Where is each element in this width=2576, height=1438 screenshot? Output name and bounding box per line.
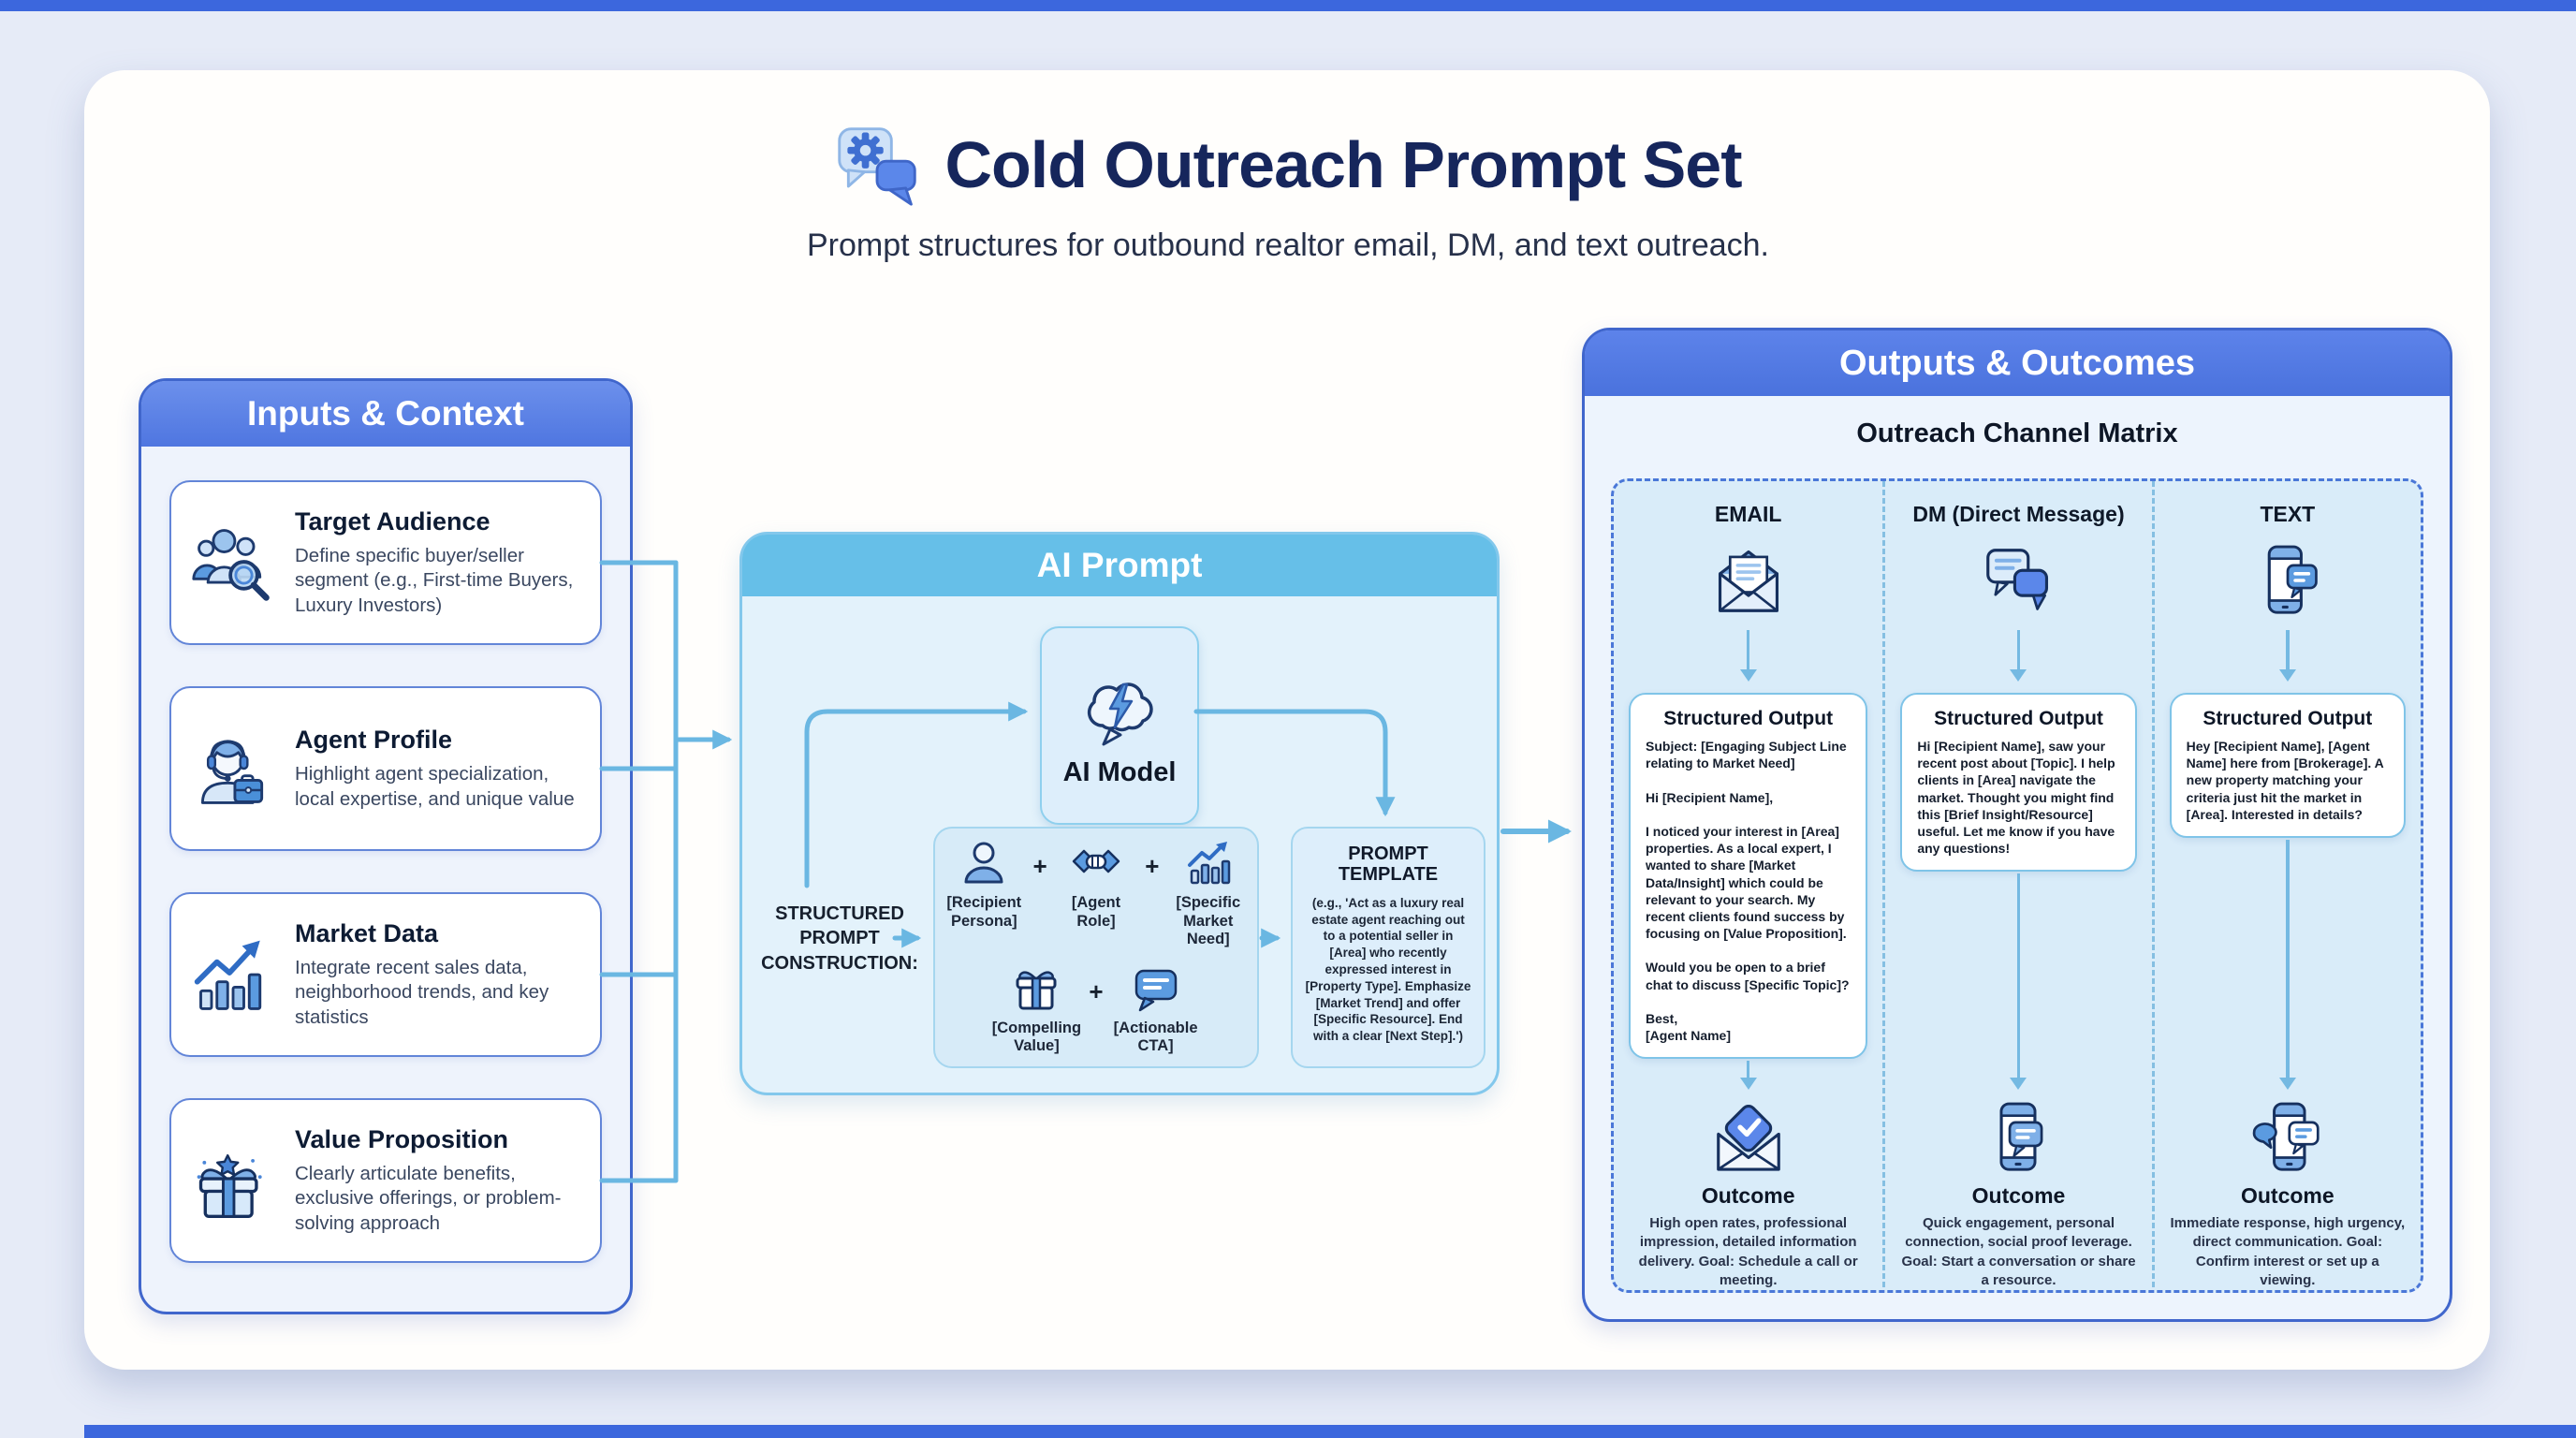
bar-chart-trend-icon xyxy=(194,940,262,1010)
dm-chat-bubbles-icon xyxy=(1986,549,2049,610)
prompt-template-box: PROMPT TEMPLATE (e.g., 'Act as a luxury … xyxy=(1291,827,1486,1068)
input-card-title: Target Audience xyxy=(295,506,490,536)
top-accent-bar xyxy=(0,0,2576,11)
input-card-agent-profile: Agent Profile Highlight agent specializa… xyxy=(169,686,602,851)
text-outcome-body: Immediate response, high urgency, direct… xyxy=(2170,1215,2406,1288)
page-subtitle: Prompt structures for outbound realtor e… xyxy=(806,227,1770,263)
dm-structured-output-card: Structured Output Hi [Recipient Name], s… xyxy=(1900,693,2137,873)
text-channel-label: TEXT xyxy=(2260,502,2316,526)
ai-prompt-panel: AI Prompt AI Model STRUCTURED PROMPT CON… xyxy=(739,532,1500,1095)
handshake-icon xyxy=(1072,850,1120,873)
person-icon xyxy=(964,842,1003,884)
plus-sign: + xyxy=(1032,852,1047,881)
outputs-outcomes-panel: Outputs & Outcomes Outreach Channel Matr… xyxy=(1582,328,2452,1322)
small-chart-icon xyxy=(1187,842,1230,885)
connector-line-down xyxy=(2170,838,2406,1092)
dm-channel-label: DM (Direct Message) xyxy=(1912,502,2125,526)
text-structured-output-card: Structured Output Hey [Recipient Name], … xyxy=(2169,693,2406,838)
ai-model-box: AI Model xyxy=(1040,626,1199,825)
chat-bubble-lines-icon xyxy=(1134,969,1177,1011)
hero-header: Cold Outreach Prompt Set Prompt structur… xyxy=(0,122,2576,264)
gear-chat-title-icon xyxy=(838,127,917,206)
email-outcome-body: High open rates, professional impression… xyxy=(1638,1215,1858,1288)
small-gift-icon xyxy=(1016,971,1057,1010)
plus-sign: + xyxy=(1089,976,1104,1005)
component-compelling-value: [Compelling Value] xyxy=(991,964,1081,1056)
email-envelope-icon xyxy=(1718,550,1778,612)
down-arrow xyxy=(2010,630,2027,682)
email-channel-label: EMAIL xyxy=(1714,502,1782,526)
prompt-components-box: [Recipient Persona] + [Agent Role] + xyxy=(933,827,1259,1068)
gift-star-icon xyxy=(197,1153,262,1219)
email-structured-output-card: Structured Output Subject: [Engaging Sub… xyxy=(1629,693,1868,1060)
bottom-accent-bar xyxy=(84,1425,2576,1438)
email-column: EMAIL Structured Output Subject: [Engagi… xyxy=(1614,481,1882,1290)
structured-prompt-construction-label: STRUCTURED PROMPT CONSTRUCTION: xyxy=(761,903,918,974)
dm-outcome-title: Outcome xyxy=(1971,1183,2066,1209)
component-specific-market-need: [Specific Market Need] xyxy=(1166,839,1250,948)
plus-sign: + xyxy=(1145,852,1160,881)
input-card-desc: Highlight agent specialization, local ex… xyxy=(295,762,575,810)
input-card-desc: Clearly articulate benefits, exclusive o… xyxy=(295,1162,562,1234)
dm-column: DM (Direct Message) Structured Output Hi… xyxy=(1882,481,2151,1290)
down-arrow xyxy=(2278,630,2296,682)
text-column: TEXT Structured Output Hey [Recipient Na… xyxy=(2151,481,2421,1290)
input-card-target-audience: Target Audience Define specific buyer/se… xyxy=(169,480,602,645)
email-outcome-title: Outcome xyxy=(1701,1183,1795,1209)
input-card-title: Agent Profile xyxy=(295,725,453,754)
prompt-template-body: (e.g., 'Act as a luxury real estate agen… xyxy=(1305,895,1471,1044)
down-arrow xyxy=(1739,630,1757,682)
input-card-desc: Define specific buyer/seller segment (e.… xyxy=(295,544,574,616)
dm-outcome-body: Quick engagement, personal connection, s… xyxy=(1901,1215,2136,1288)
outreach-channel-matrix-title: Outreach Channel Matrix xyxy=(1856,418,2178,448)
connector-line-down xyxy=(1900,872,2136,1092)
inputs-context-panel: Inputs & Context Target Audience Define … xyxy=(139,378,633,1314)
ai-panel-header: AI Prompt xyxy=(742,535,1497,596)
page-title: Cold Outreach Prompt Set xyxy=(944,128,1742,201)
outputs-panel-header: Outputs & Outcomes xyxy=(1585,330,2450,396)
input-card-title: Value Proposition xyxy=(295,1124,509,1153)
component-actionable-cta: [Actionable CTA] xyxy=(1111,964,1201,1056)
agent-headset-briefcase-icon xyxy=(200,740,264,804)
input-card-desc: Integrate recent sales data, neighborhoo… xyxy=(295,956,549,1028)
ai-model-label: AI Model xyxy=(1062,756,1177,787)
input-card-market-data: Market Data Integrate recent sales data,… xyxy=(169,892,602,1057)
audience-group-magnifier-icon xyxy=(192,529,270,601)
component-recipient-persona: [Recipient Persona] xyxy=(943,839,1026,931)
phone-two-bubbles-outcome-icon xyxy=(2252,1102,2320,1171)
connector-line-down xyxy=(1629,1059,1867,1092)
phone-text-icon xyxy=(2267,545,2318,614)
input-card-value-proposition: Value Proposition Clearly articulate ben… xyxy=(169,1098,602,1263)
ai-brain-bolt-icon xyxy=(1087,682,1153,745)
input-card-title: Market Data xyxy=(295,918,439,947)
outreach-channel-matrix: EMAIL Structured Output Subject: [Engagi… xyxy=(1611,478,2423,1293)
prompt-template-title: PROMPT TEMPLATE xyxy=(1338,844,1439,886)
phone-message-outcome-icon xyxy=(2000,1102,2043,1171)
email-check-outcome-icon xyxy=(1716,1105,1780,1171)
text-outcome-title: Outcome xyxy=(2240,1183,2334,1209)
component-agent-role: [Agent Role] xyxy=(1055,839,1138,931)
inputs-panel-header: Inputs & Context xyxy=(141,381,630,447)
